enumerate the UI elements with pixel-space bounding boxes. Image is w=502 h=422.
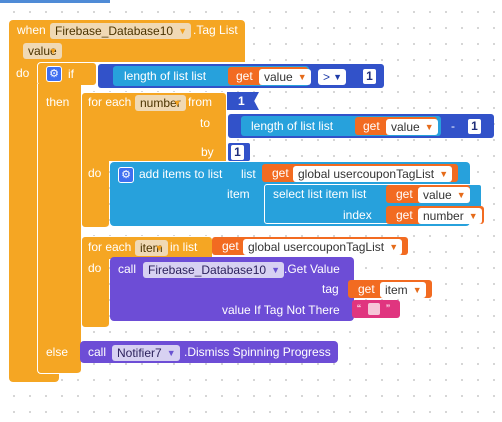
notifier-component-dropdown[interactable]: Notifier7 bbox=[112, 345, 180, 361]
item-socket-label: item bbox=[227, 187, 250, 201]
empty-text-field[interactable] bbox=[368, 303, 380, 315]
tag-get-label: get bbox=[358, 282, 375, 296]
operator-dropdown[interactable]: > bbox=[318, 69, 347, 85]
for-item-do-label: do bbox=[88, 261, 102, 275]
add-items-gear-icon[interactable]: ⚙ bbox=[118, 167, 134, 183]
get-global-list-label: get bbox=[272, 166, 289, 180]
tag-label: tag bbox=[322, 282, 339, 296]
if-label: if bbox=[68, 67, 74, 81]
event-block-left-rail bbox=[9, 60, 37, 375]
number-field-1[interactable]: 1 bbox=[363, 69, 376, 84]
active-tab-indicator bbox=[0, 0, 110, 3]
default-value-label: value If Tag Not There bbox=[222, 303, 340, 317]
for-range-rail bbox=[81, 160, 109, 228]
event-name-label: .Tag List bbox=[193, 23, 238, 37]
loop-var-item[interactable]: item bbox=[135, 240, 168, 256]
in-list-get-label: get bbox=[222, 239, 239, 253]
from-number-block[interactable] bbox=[227, 92, 259, 110]
index-get-label: get bbox=[396, 208, 413, 222]
to-minus-number[interactable]: 1 bbox=[468, 119, 481, 134]
tag-var-dropdown[interactable]: item bbox=[380, 282, 426, 298]
in-list-var-dropdown[interactable]: global usercouponTagList bbox=[243, 239, 403, 255]
component-dropdown-firebase-database10[interactable]: Firebase_Database10 bbox=[50, 23, 192, 39]
mutator-gear-icon[interactable]: ⚙ bbox=[46, 66, 62, 82]
select-var-dropdown[interactable]: value bbox=[418, 187, 470, 203]
to-get-label: get bbox=[363, 119, 380, 133]
by-number-field[interactable]: 1 bbox=[231, 145, 244, 160]
to-length-label: length of list list bbox=[251, 119, 334, 133]
else-label: else bbox=[46, 345, 69, 359]
get-value-call-label: call bbox=[118, 262, 137, 276]
index-var-dropdown[interactable]: number bbox=[418, 208, 482, 224]
loop-var-number[interactable]: number bbox=[135, 95, 186, 111]
global-var-dropdown[interactable]: global usercouponTagList bbox=[293, 166, 453, 182]
if-block-rail bbox=[37, 84, 81, 374]
get-value-component-dropdown[interactable]: Firebase_Database10 bbox=[143, 262, 285, 278]
var-dropdown-value[interactable]: value bbox=[259, 69, 311, 85]
select-list-item-label: select list item list bbox=[273, 187, 367, 201]
add-items-label: add items to list bbox=[139, 167, 223, 181]
select-get-label: get bbox=[396, 187, 413, 201]
get-label: get bbox=[236, 69, 253, 83]
minus-label: - bbox=[451, 119, 455, 133]
quote-open: “ bbox=[357, 302, 361, 316]
add-items-list-label: list bbox=[241, 167, 256, 181]
for-each-label: for each bbox=[88, 95, 132, 109]
index-label: index bbox=[343, 208, 372, 222]
param-value[interactable]: value bbox=[23, 43, 62, 59]
then-label: then bbox=[46, 95, 70, 109]
for-do-label: do bbox=[88, 166, 102, 180]
dismiss-call-label: call bbox=[88, 345, 107, 359]
to-label: to bbox=[200, 116, 211, 130]
get-value-method-label: .Get Value bbox=[284, 262, 340, 276]
length-of-list-label: length of list list bbox=[124, 69, 207, 83]
from-value: 1 bbox=[238, 94, 245, 108]
in-list-label: in list bbox=[170, 240, 198, 254]
for-each-item-rail bbox=[81, 258, 109, 328]
for-each-item-label: for each bbox=[88, 240, 132, 254]
to-var-dropdown-value[interactable]: value bbox=[386, 119, 438, 135]
when-label: when bbox=[17, 23, 46, 37]
do-label: do bbox=[16, 66, 30, 80]
quote-close: ” bbox=[386, 302, 390, 316]
by-label: by bbox=[201, 145, 214, 159]
from-label: from bbox=[188, 95, 212, 109]
dismiss-method-label: .Dismiss Spinning Progress bbox=[184, 345, 331, 359]
